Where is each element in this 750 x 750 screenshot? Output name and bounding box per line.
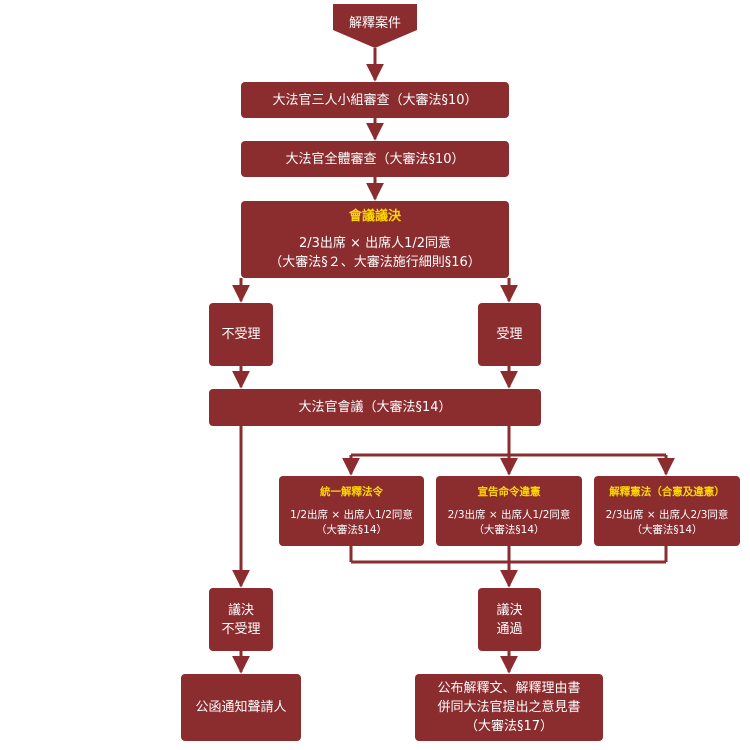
unify-legal-basis: （大審法§14） (315, 523, 388, 536)
interpret-quorum: 2/3出席 × 出席人2/3同意 (605, 508, 729, 521)
start-label: 解釋案件 (348, 16, 401, 31)
declare-quorum: 2/3出席 × 出席人1/2同意 (447, 508, 571, 521)
reject-label: 不受理 (221, 327, 261, 342)
resolved-reject-line2: 不受理 (221, 621, 261, 637)
start-pentagon-shape (333, 4, 417, 48)
review-three-judges-label: 大法官三人小組審查（大審法§10） (272, 92, 478, 108)
publish-interpretation-box: 公布解釋文、解釋理由書 併同大法官提出之意見書 （大審法§17） (415, 674, 603, 741)
notify-applicant-label: 公函通知聲請人 (195, 700, 287, 715)
reject-box: 不受理 (209, 303, 273, 366)
notify-applicant-box: 公函通知聲請人 (181, 674, 301, 741)
accept-label: 受理 (496, 327, 523, 342)
unify-title: 統一解釋法令 (320, 485, 383, 498)
judges-meeting-box: 大法官會議（大審法§14） (209, 389, 541, 426)
accept-box: 受理 (478, 303, 541, 366)
unify-interpretation-box: 統一解釋法令 1/2出席 × 出席人1/2同意 （大審法§14） (279, 476, 424, 546)
resolved-pass-line2: 通過 (496, 621, 523, 637)
interpret-title: 解釋憲法（合憲及違憲） (609, 485, 725, 498)
review-three-judges-box: 大法官三人小組審查（大審法§10） (241, 82, 509, 118)
start-node: 解釋案件 (333, 4, 417, 48)
interpret-legal-basis: （大審法§14） (631, 523, 703, 536)
declare-unconstitutional-box: 宣告命令違憲 2/3出席 × 出席人1/2同意 （大審法§14） (436, 476, 582, 546)
review-all-judges-label: 大法官全體審查（大審法§10） (285, 151, 465, 167)
interpret-constitution-box: 解釋憲法（合憲及違憲） 2/3出席 × 出席人2/3同意 （大審法§14） (594, 476, 740, 546)
publish-line1: 公布解釋文、解釋理由書 (437, 681, 581, 696)
judges-meeting-label: 大法官會議（大審法§14） (298, 400, 452, 415)
vote-title: 會議議決 (348, 209, 401, 224)
declare-legal-basis: （大審法§14） (473, 523, 545, 536)
publish-line2: 併同大法官提出之意見書 (437, 700, 581, 715)
declare-title: 宣告命令違憲 (477, 485, 541, 498)
vote-box: 會議議決 2/3出席 × 出席人1/2同意 （大審法§２、大審法施行細則§16） (241, 201, 509, 278)
resolved-reject-box: 議決 不受理 (209, 588, 273, 651)
unify-quorum: 1/2出席 × 出席人1/2同意 (290, 508, 413, 521)
publish-line3: （大審法§17） (464, 719, 554, 734)
resolved-pass-box: 議決 通過 (478, 588, 541, 651)
resolved-reject-line1: 議決 (227, 602, 254, 618)
vote-quorum: 2/3出席 × 出席人1/2同意 (298, 236, 451, 251)
vote-legal-basis: （大審法§２、大審法施行細則§16） (269, 255, 481, 270)
resolved-pass-line1: 議決 (496, 602, 523, 618)
review-all-judges-box: 大法官全體審查（大審法§10） (241, 141, 509, 177)
